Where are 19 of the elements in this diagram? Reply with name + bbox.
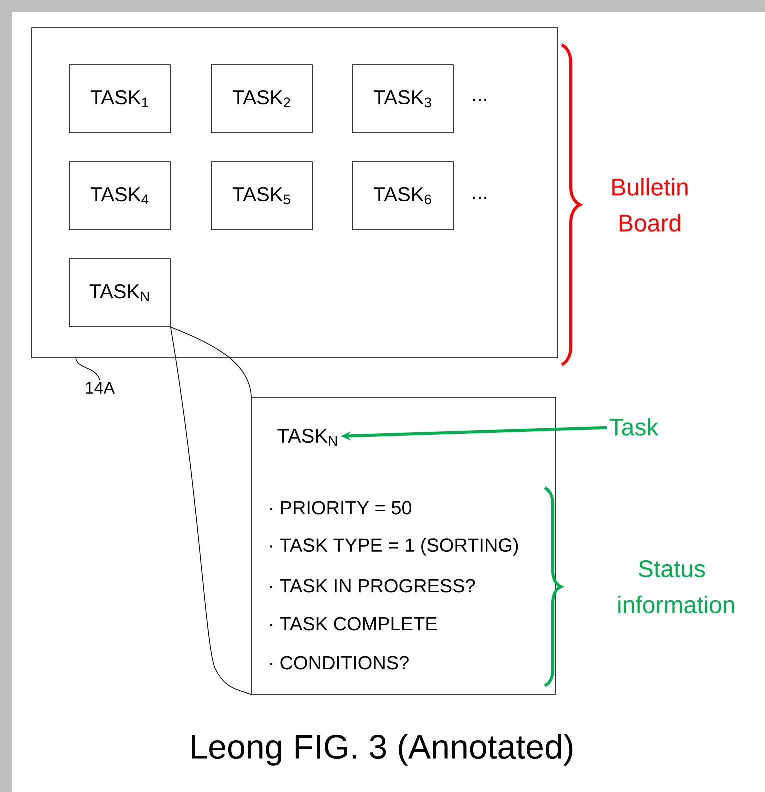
task-box: TASK$_{5}$ xyxy=(211,162,313,230)
bracket-label: Status information xyxy=(618,560,734,614)
task-box: TASK$_{6}$ xyxy=(352,162,454,230)
bracket-label: Bulletin Board xyxy=(612,178,688,232)
annotation-text: Task xyxy=(610,418,659,436)
leader-line xyxy=(76,358,100,380)
expansion-line xyxy=(170,327,252,398)
task-box: TASK$_{3}$ xyxy=(352,64,454,134)
task-box: TASK$_{N}$ xyxy=(69,258,171,328)
board-box xyxy=(32,28,558,358)
task-box: TASK$_{2}$ xyxy=(211,64,313,134)
task-box: TASK$_{1}$ xyxy=(69,64,171,134)
ellipsis: ... xyxy=(473,98,487,102)
task-box: TASK$_{4}$ xyxy=(69,162,171,230)
caption: Leong FIG. 3 (Annotated) xyxy=(192,734,573,766)
reference-number: 14A xyxy=(86,382,116,394)
task-heading: TASK$_{N}$ xyxy=(278,428,338,446)
ellipsis: ... xyxy=(473,196,487,200)
expansion-line xyxy=(170,327,252,696)
